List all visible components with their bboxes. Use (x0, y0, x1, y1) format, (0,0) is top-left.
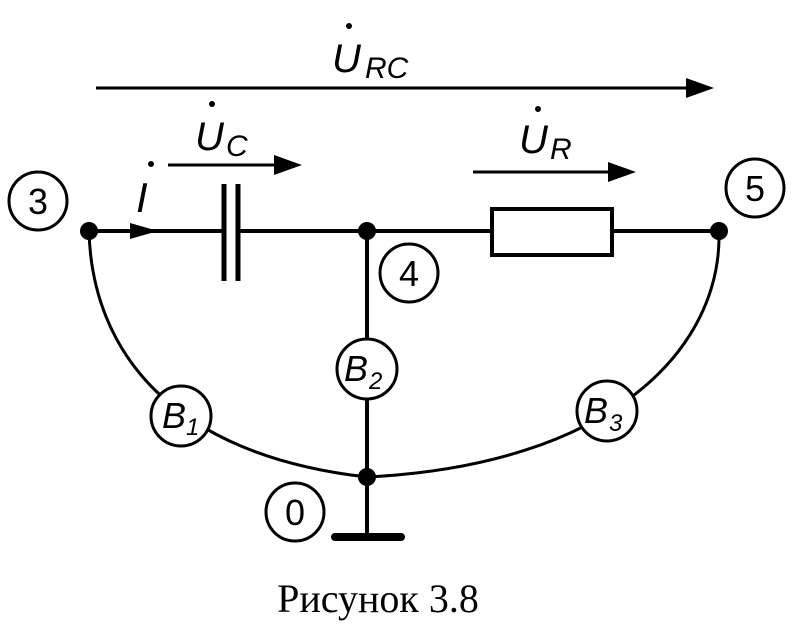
node-0-dot (358, 468, 376, 486)
node-label-5: 5 (724, 157, 786, 219)
capacitor (221, 184, 241, 281)
u-c-symbol: U (195, 115, 225, 159)
node-label-0: 0 (264, 481, 326, 543)
voltage-arrow-u-r: U R (473, 106, 636, 182)
main-wire (87, 223, 721, 239)
current-arrow (130, 223, 158, 239)
svg-text:B: B (584, 390, 608, 431)
svg-text:1: 1 (186, 414, 199, 441)
node-5-dot (710, 222, 728, 240)
svg-text:3: 3 (609, 410, 623, 437)
svg-text:B: B (344, 348, 368, 389)
svg-text:3: 3 (28, 181, 48, 222)
svg-text:5: 5 (745, 168, 765, 209)
resistor (490, 207, 614, 257)
node-label-3: 3 (7, 170, 69, 232)
voltage-arrow-u-rc: U RC (96, 23, 714, 98)
svg-text:2: 2 (368, 368, 382, 395)
current-label: I (136, 161, 154, 221)
u-rc-subscript: RC (365, 52, 409, 85)
u-c-subscript: C (226, 130, 248, 163)
u-r-symbol: U (519, 118, 549, 162)
u-c-phasor-dot (209, 101, 215, 107)
arc-right-wire (366, 230, 721, 479)
u-r-phasor-dot (535, 106, 541, 112)
u-r-subscript: R (550, 133, 572, 166)
current-phasor-dot (148, 161, 154, 167)
current-symbol: I (136, 174, 148, 221)
u-rc-phasor-dot (346, 23, 352, 29)
node-4-dot (358, 222, 376, 240)
node-label-4: 4 (378, 242, 440, 304)
svg-text:B: B (162, 395, 186, 436)
voltmeter-b2: B 2 (335, 337, 399, 401)
voltmeter-b1: B 1 (149, 384, 213, 448)
voltage-arrow-u-c: U C (168, 101, 302, 175)
figure-caption: Рисунок 3.8 (277, 576, 479, 621)
u-rc-symbol: U (332, 37, 362, 81)
voltmeter-b3: B 3 (575, 379, 639, 443)
svg-text:0: 0 (285, 492, 305, 533)
node-3-dot (80, 222, 98, 240)
svg-text:4: 4 (399, 253, 419, 294)
arc-left-wire (87, 230, 368, 479)
